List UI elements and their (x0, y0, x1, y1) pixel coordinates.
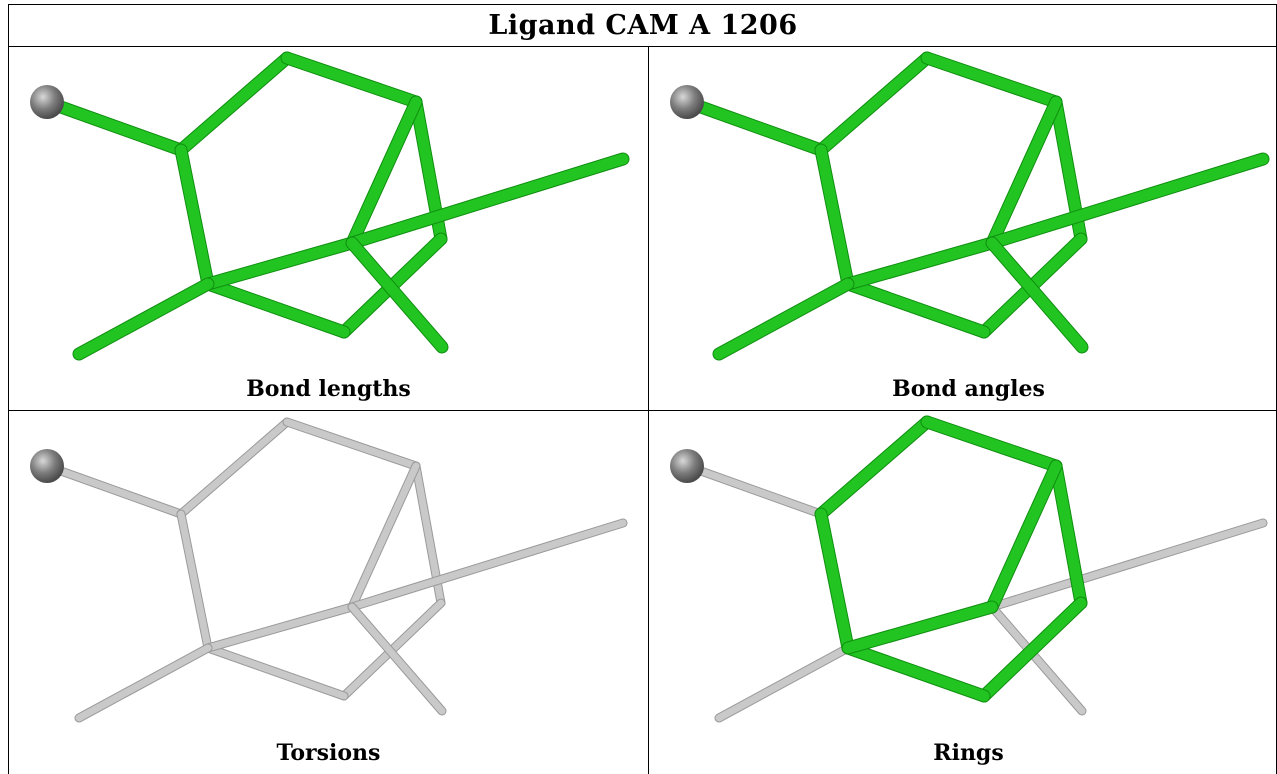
bond-G-J (985, 236, 1089, 354)
bond-F-A (174, 143, 215, 291)
molecule-torsions (30, 417, 628, 723)
frame-left (8, 4, 9, 774)
bond-F-G (203, 602, 357, 653)
bond-C-G (985, 459, 1063, 614)
bond-F-I (712, 277, 855, 361)
bond-F-A (814, 507, 855, 655)
bond-E-F (203, 643, 349, 701)
bond-G-H (987, 518, 1268, 612)
bond-S-A (40, 95, 188, 157)
bond-B-C (280, 51, 423, 109)
bond-F-I (74, 643, 213, 723)
bond-F-G (841, 600, 999, 655)
bond-B-C (282, 417, 421, 471)
bond-S-A (680, 95, 828, 157)
bond-F-A (814, 143, 855, 291)
panel-torsions: Torsions (9, 411, 648, 773)
bond-F-G (841, 236, 999, 291)
bond-G-H (347, 518, 628, 612)
title-divider (8, 46, 1277, 47)
bond-A-B (814, 51, 934, 157)
heteroatom-sphere (670, 85, 704, 119)
bond-C-D (1049, 459, 1088, 610)
bond-G-H (345, 152, 630, 250)
column-divider (648, 46, 649, 774)
bond-C-G (347, 461, 421, 612)
bond-G-J (347, 602, 447, 716)
bond-F-I (72, 277, 215, 361)
bond-B-C (920, 415, 1063, 473)
frame-top (8, 4, 1277, 5)
heteroatom-sphere (670, 449, 704, 483)
bond-S-A (682, 461, 826, 519)
panel-bond-lengths: Bond lengths (9, 47, 648, 409)
caption-rings: Rings (933, 740, 1004, 766)
caption-bond-angles: Bond angles (892, 376, 1045, 402)
bond-F-G (201, 236, 359, 291)
bond-F-A (176, 509, 213, 653)
bond-G-H (985, 152, 1270, 250)
figure-title: Ligand CAM A 1206 (488, 9, 798, 41)
molecule-bond-angles (670, 51, 1270, 361)
bond-E-F (841, 277, 991, 339)
bond-C-G (345, 95, 423, 250)
heteroatom-sphere (30, 85, 64, 119)
bond-B-C (920, 51, 1063, 109)
bond-G-J (345, 236, 449, 354)
bond-E-F (841, 641, 991, 703)
bond-C-G (985, 95, 1063, 250)
molecule-bond-lengths (30, 51, 630, 361)
caption-torsions: Torsions (276, 740, 381, 766)
caption-bond-lengths: Bond lengths (246, 376, 411, 402)
bond-A-B (176, 417, 292, 519)
bond-G-J (987, 602, 1087, 716)
molecule-rings (670, 415, 1268, 723)
panel-bond-angles: Bond angles (649, 47, 1277, 409)
heteroatom-sphere (30, 449, 64, 483)
bond-D-E (977, 596, 1088, 703)
bond-E-F (201, 277, 351, 339)
row-divider (8, 410, 1277, 411)
bond-A-B (174, 51, 294, 157)
bond-A-B (814, 415, 934, 521)
bond-F-I (714, 643, 853, 723)
panel-rings: Rings (649, 411, 1277, 773)
bond-S-A (42, 461, 186, 519)
